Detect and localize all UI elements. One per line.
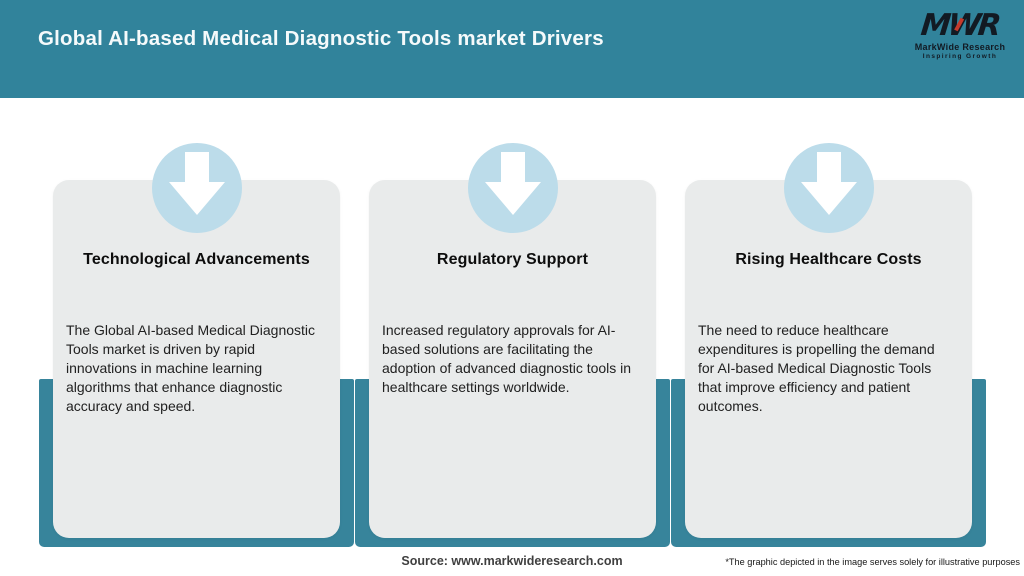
driver-card-rising-healthcare-costs: Rising Healthcare Costs The need to redu… [671,143,986,547]
down-arrow-icon [484,152,541,215]
card-body-text: The need to reduce healthcare expenditur… [698,322,935,414]
logo-tagline: Inspiring Growth [922,53,998,60]
source-text: Source: www.markwideresearch.com [401,554,623,568]
down-arrow-badge [783,143,874,233]
card-title: Regulatory Support [436,251,589,268]
logo-company-name: MarkWide Research [914,42,1006,52]
card-title: Technological Advancements [83,251,310,268]
down-arrow-badge [151,143,242,233]
card-title: Rising Healthcare Costs [735,251,922,268]
drivers-cards-row: Technological Advancements The Global AI… [39,143,986,547]
markwide-research-logo: MWR MarkWide Research Inspiring Growth [908,8,1012,61]
header-band: Global AI-based Medical Diagnostic Tools… [0,0,1024,98]
down-arrow-badge [467,143,558,233]
driver-card-regulatory-support: Regulatory Support Increased regulatory … [355,143,670,547]
card-panel: Rising Healthcare Costs The need to redu… [685,180,972,538]
disclaimer-text: *The graphic depicted in the image serve… [725,557,1020,567]
card-panel: Technological Advancements The Global AI… [53,180,340,538]
page-title: Global AI-based Medical Diagnostic Tools… [38,27,604,50]
card-body-text: The Global AI-based Medical Diagnostic T… [66,322,316,414]
card-body-text: Increased regulatory approvals for AI-ba… [382,322,632,395]
logo-monogram: MWR [920,8,1001,43]
down-arrow-icon [800,152,857,215]
driver-card-technological-advancements: Technological Advancements The Global AI… [39,143,354,547]
down-arrow-icon [168,152,225,215]
card-panel: Regulatory Support Increased regulatory … [369,180,656,538]
